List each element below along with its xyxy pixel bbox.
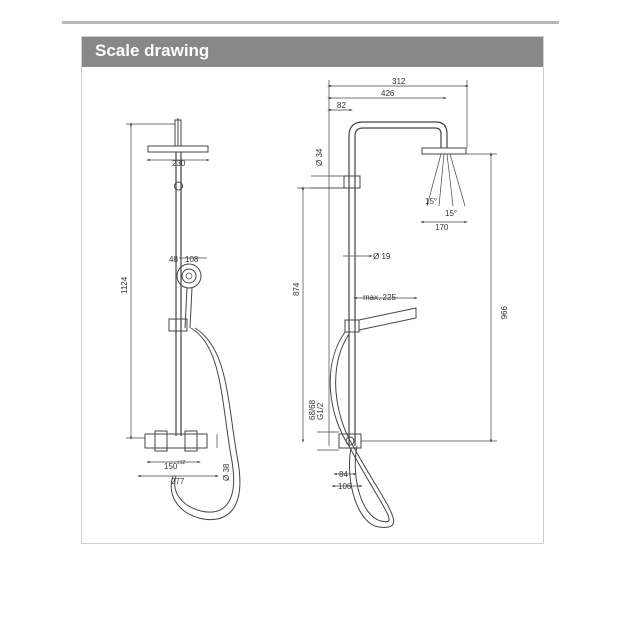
thermostat-knob-left [154,430,168,452]
spray-line-2 [438,153,445,207]
dim-total-height-side: 996 [499,306,508,320]
hand-shower-handle-left [184,287,188,329]
dim-inlet: 68/68 [308,399,317,420]
side-arm-outer [348,121,448,148]
dim-wall-offset: 82 [337,101,346,110]
hand-shower-inner [181,268,197,284]
dim-total-height: 1124 [120,276,129,294]
panel-header: Scale drawing [82,37,543,67]
dim-centers: 150 [164,462,178,471]
side-valve-knob [345,436,355,446]
top-divider [62,21,559,24]
dim-thread: G1/2 [316,402,325,420]
technical-drawing: 230 48 108 1124 150 ±12 277 [120,77,508,528]
head-arm-outline [174,119,182,147]
dim-head-width: 230 [172,159,186,168]
thermostat-knob-right [184,430,198,452]
panel-title: Scale drawing [95,41,210,60]
dim-base-width: 277 [171,477,185,486]
dim-centers-tol: ±12 [177,460,186,466]
side-holder [344,319,360,333]
overhead-shower-outline [147,145,209,153]
dim-arm-total: 312 [392,77,406,86]
hand-shower-head [176,263,202,289]
side-valve-body [338,433,362,449]
dim-holder-max: max. 225 [363,293,396,302]
hand-shower-center [185,272,193,280]
dim-base-b: 106 [338,482,352,491]
dim-base-a: 84 [339,470,348,479]
side-view: 15° 15° 170 312 426 82 Ø 34 Ø 19 874 max… [292,77,508,528]
dim-base-diameter: Ø 38 [222,463,231,481]
hand-shower-holder [168,318,188,332]
front-view: 230 48 108 1124 150 ±12 277 [120,118,241,521]
hose-outer [174,327,235,513]
side-head [421,147,467,155]
spray-line-1 [426,153,442,207]
side-joint [343,175,361,189]
dim-handshower-a: 48 [169,255,178,264]
side-hose-outer [329,331,390,523]
side-hand-shower [358,307,417,331]
side-hose-inner [335,333,395,528]
dim-angle-right: 15° [445,209,457,218]
dim-pipe-diameter-top: Ø 34 [315,148,324,166]
dim-rail-height: 874 [292,282,301,296]
pipe-joint [174,181,183,191]
side-arm-inner [354,127,442,148]
spray-line-3 [446,153,454,207]
dim-head-width-side: 170 [435,223,449,232]
hose-inner [170,327,241,521]
dim-angle-left: 15° [425,197,437,206]
dim-handshower-b: 108 [185,255,199,264]
dim-pipe-diameter: Ø 19 [373,252,391,261]
thermostat-body [144,433,208,449]
hand-shower-handle-right [189,287,193,329]
dim-arm-reach: 426 [381,89,395,98]
spray-line-4 [449,153,466,207]
